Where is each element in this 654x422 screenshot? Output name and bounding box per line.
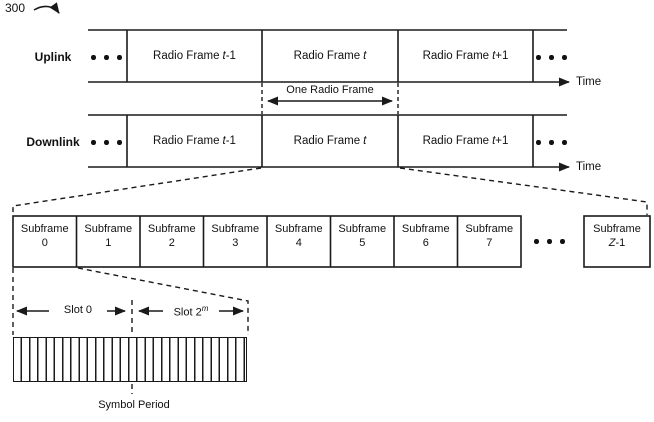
figure-ref-label: 300 bbox=[5, 1, 26, 15]
subframe-ellipsis-icon bbox=[534, 239, 565, 244]
uplink-label: Uplink bbox=[34, 50, 72, 64]
uplink-time-label: Time bbox=[576, 76, 602, 88]
subframe-row bbox=[12, 215, 651, 268]
one-radio-frame-label: One Radio Frame bbox=[286, 84, 374, 96]
uplink-frame-row bbox=[88, 29, 570, 87]
subframe-to-slot-expansion-dashes bbox=[12, 267, 249, 394]
uplink-right-ellipsis-icon bbox=[536, 55, 567, 60]
downlink-right-ellipsis-icon bbox=[536, 140, 567, 145]
slot-2m-label: Slot 2m bbox=[163, 304, 219, 319]
frame-to-subframe-expansion-dashes bbox=[12, 167, 648, 215]
ref-curved-arrow-icon bbox=[33, 2, 60, 14]
symbol-period-tick-box bbox=[13, 337, 247, 382]
slot-0-label: Slot 0 bbox=[49, 304, 107, 316]
one-radio-frame-span bbox=[261, 83, 399, 114]
symbol-period-label: Symbol Period bbox=[98, 399, 170, 411]
downlink-left-ellipsis-icon bbox=[91, 140, 122, 145]
uplink-left-ellipsis-icon bbox=[91, 55, 122, 60]
downlink-label: Downlink bbox=[26, 135, 80, 149]
downlink-frame-row bbox=[88, 114, 570, 172]
subframe-z-1-box bbox=[583, 215, 651, 268]
downlink-time-label: Time bbox=[576, 161, 602, 173]
